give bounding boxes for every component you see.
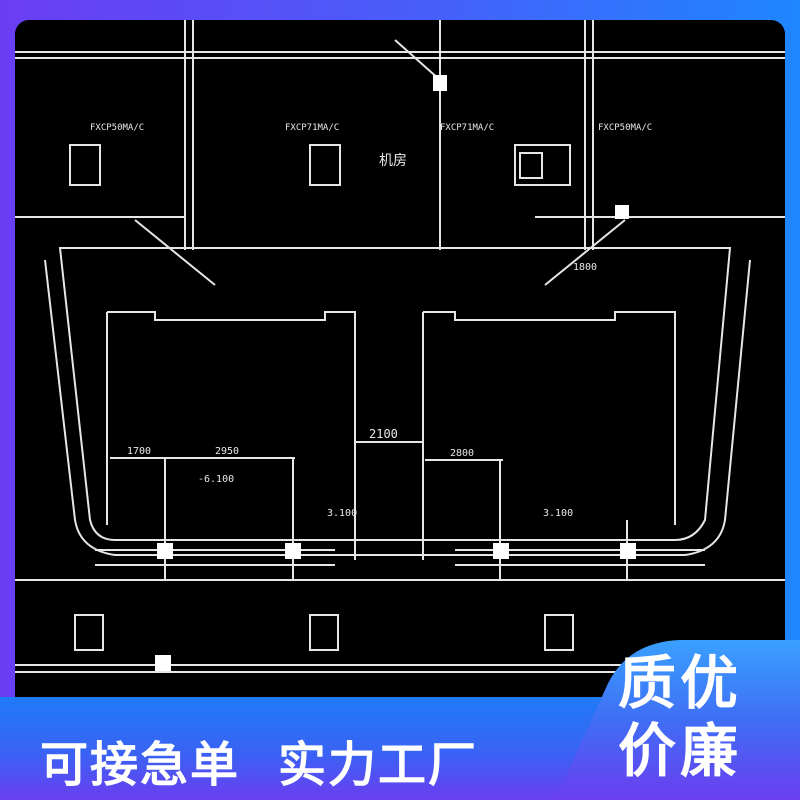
slogan: 可接急单实力工厂 xyxy=(40,725,478,795)
dimension-label: 2950 xyxy=(215,446,239,457)
unit-label: FXCP71MA/C xyxy=(285,123,339,133)
dimension-label: 1800 xyxy=(573,262,597,273)
dimension-label: 1700 xyxy=(127,446,151,457)
slogan-right: 实力工厂 xyxy=(278,739,479,792)
floor-plan: 机房 FXCP71MA/C FXCP71MA/C FXCP50MA/C FXCP… xyxy=(15,20,785,673)
unit-label: FXCP50MA/C xyxy=(90,123,144,133)
badge-text: 质优 价廉 xyxy=(618,650,778,786)
unit-label: FXCP50MA/C xyxy=(598,123,652,133)
elevation-label: 3.100 xyxy=(543,508,573,519)
slogan-left: 可接急单 xyxy=(40,739,241,792)
elevation-label: -6.100 xyxy=(198,474,234,485)
cad-drawing: 机房 FXCP71MA/C FXCP71MA/C FXCP50MA/C FXCP… xyxy=(15,20,785,710)
dimension-label: 2800 xyxy=(450,448,474,459)
badge-line1: 质优 xyxy=(618,651,743,716)
badge-line2: 价廉 xyxy=(618,719,743,784)
elevation-label: 3.100 xyxy=(327,508,357,519)
unit-label: FXCP71MA/C xyxy=(440,123,494,133)
dimension-label: 2100 xyxy=(369,427,398,441)
room-label: 机房 xyxy=(379,153,407,169)
